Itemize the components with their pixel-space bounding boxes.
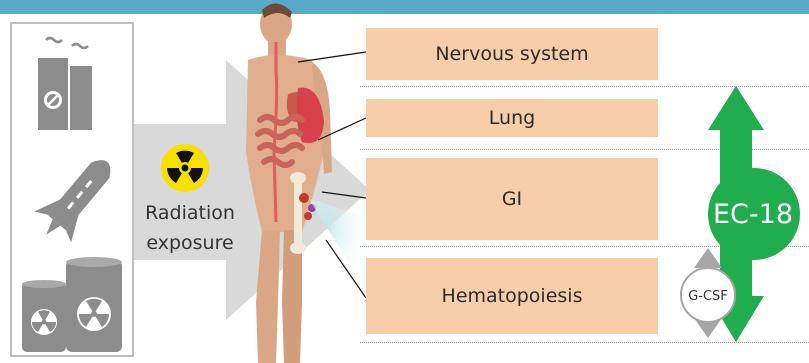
organ-label: Nervous system: [435, 43, 588, 65]
organ-label: Lung: [489, 107, 535, 129]
organ-box-nervous-system: Nervous system: [366, 28, 658, 80]
organ-label: Hematopoiesis: [442, 285, 583, 307]
gcsf-label: G-CSF: [680, 284, 736, 308]
organ-box-gi: GI: [366, 158, 658, 240]
organ-box-lung: Lung: [366, 99, 658, 137]
organ-box-hematopoiesis: Hematopoiesis: [366, 258, 658, 334]
organ-label: GI: [502, 188, 522, 210]
ec18-label: EC-18: [698, 186, 808, 242]
